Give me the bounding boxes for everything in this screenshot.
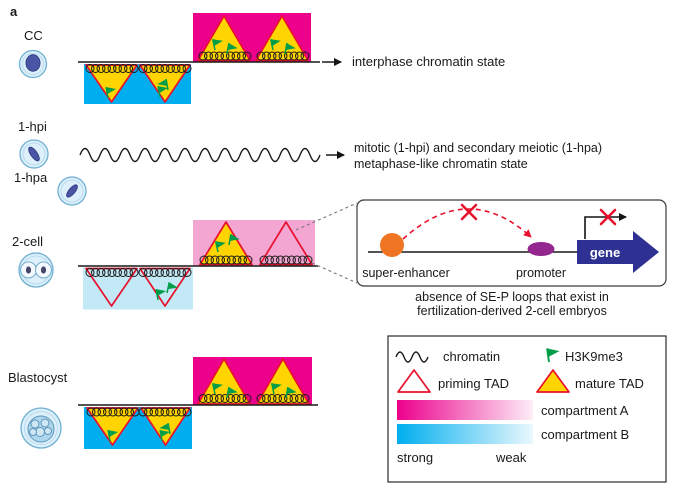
inset-frame (356, 199, 667, 287)
compartment-a-gradient-bar (397, 400, 533, 420)
priming-tad-icon (397, 369, 431, 393)
gene-arrow (577, 231, 659, 273)
metaphase-annotation-line1: mitotic (1-hpi) and secondary meiotic (1… (354, 141, 602, 155)
super-enhancer-icon (380, 233, 404, 257)
naked-chromatin-wave (79, 147, 321, 163)
row-2cell: 2-cell (12, 202, 358, 310)
hpa-cell-icon (57, 176, 87, 206)
legend-h3k9me3-label: H3K9me3 (565, 349, 623, 364)
stage-label-1hpi: 1-hpi (18, 119, 47, 134)
zoom-connector (295, 202, 358, 231)
two-cell-icon (18, 252, 54, 288)
mature-tad-icon (536, 369, 570, 393)
stage-label-cc: CC (24, 28, 43, 43)
legend-weak-label: weak (495, 450, 527, 465)
sep-loop-inset: gene super-enhancer promoter absence of … (356, 199, 667, 318)
stage-label-2cell: 2-cell (12, 234, 43, 249)
promoter-label: promoter (516, 266, 566, 280)
gene-label: gene (590, 245, 620, 260)
legend-compartment-a-label: compartment A (541, 403, 629, 418)
row-blastocyst: Blastocyst (8, 357, 318, 449)
tss-arrow (584, 213, 627, 239)
legend-strong-label: strong (397, 450, 433, 465)
legend-mature-tad-label: mature TAD (575, 376, 644, 391)
mature-tad (197, 15, 251, 62)
transcription-blocked-x-icon (599, 208, 617, 226)
legend-priming-tad-label: priming TAD (438, 376, 509, 391)
mature-tad (197, 358, 251, 405)
hpi-cell-icon (19, 139, 49, 169)
row-cc: CC interphase chromatin state (18, 13, 505, 104)
legend: chromatin H3K9me3 priming TAD mature TAD… (387, 335, 667, 483)
inset-caption-line1: absence of SE-P loops that exist in (415, 290, 609, 304)
loop-blocked-x-icon (460, 203, 478, 221)
cc-cell-icon (18, 49, 48, 79)
legend-compartment-b-label: compartment B (541, 427, 629, 442)
row-metaphase: 1-hpi 1-hpa mitotic (1-hpi) and secondar… (14, 119, 602, 206)
interphase-annotation: interphase chromatin state (352, 54, 505, 69)
super-enhancer-label: super-enhancer (362, 266, 450, 280)
compartment-b-gradient-bar (397, 424, 533, 444)
panel-label: a (10, 4, 18, 19)
mature-tad (199, 221, 253, 266)
mature-tad (256, 358, 310, 405)
promoter-icon (527, 242, 555, 256)
stage-label-1hpa: 1-hpa (14, 170, 48, 185)
metaphase-annotation-line2: metaphase-like chromatin state (354, 157, 528, 171)
blastocyst-icon (20, 407, 62, 449)
legend-chromatin-label: chromatin (443, 349, 500, 364)
inset-caption-line2: fertilization-derived 2-cell embryos (417, 304, 607, 318)
zoom-connector (311, 262, 358, 284)
stage-label-blastocyst: Blastocyst (8, 370, 68, 385)
priming-tad (259, 221, 313, 266)
mature-tad (255, 15, 309, 62)
chromatin-wave-icon (395, 351, 429, 363)
